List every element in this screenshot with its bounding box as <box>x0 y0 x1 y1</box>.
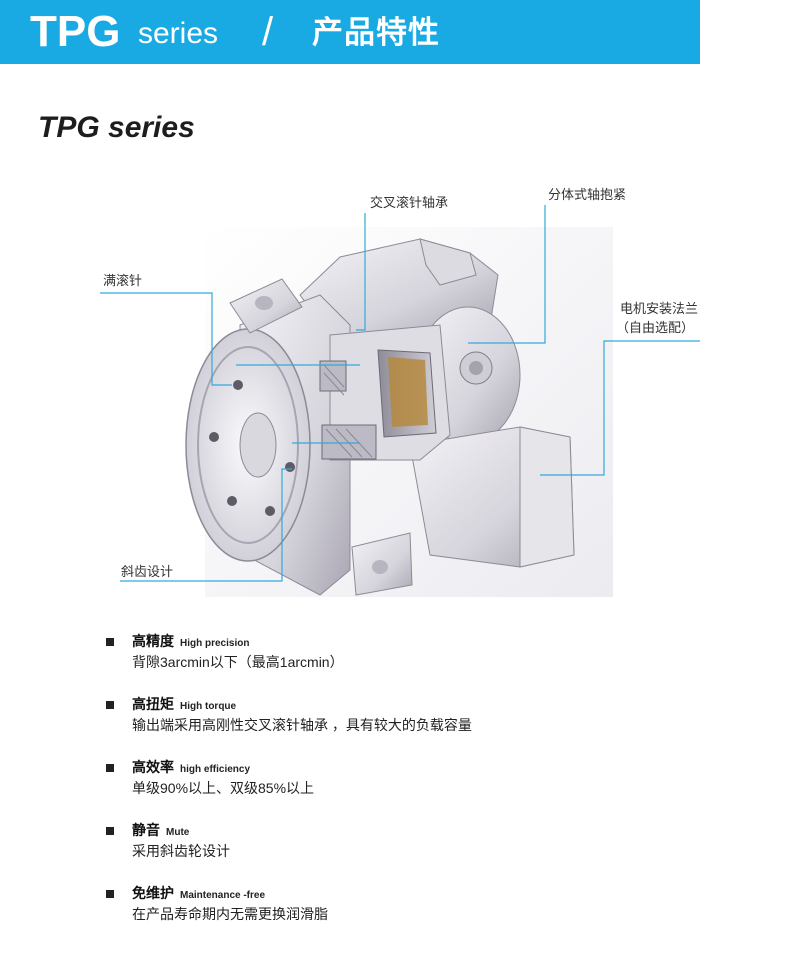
feature-description: 背隙3arcmin以下（最高1arcmin） <box>132 654 344 670</box>
banner-series-word: series <box>138 17 219 50</box>
bullet-square-icon <box>106 764 114 772</box>
banner-title: 产品特性 <box>312 15 440 50</box>
callout-motor-flange-note: （自由选配） <box>616 320 695 335</box>
section-subtitle: TPG series <box>38 111 195 144</box>
gearbox-diagram: 交叉滚针轴承 分体式轴抱紧 满滚针 电机安装法兰 （自由选配） 斜齿设计 <box>0 175 790 605</box>
callout-full-needle: 满滚针 <box>103 273 143 288</box>
gearbox-cutaway-illustration <box>100 205 700 597</box>
feature-title-en: Maintenance -free <box>180 890 266 901</box>
callout-helical-gear: 斜齿设计 <box>121 564 174 579</box>
callout-cross-roller-bearing: 交叉滚针轴承 <box>370 195 449 210</box>
bullet-square-icon <box>106 701 114 709</box>
feature-description: 输出端采用高刚性交叉滚针轴承 ，具有较大的负载容量 <box>132 717 472 733</box>
feature-title-en: Mute <box>166 827 190 838</box>
header-banner: TPG series / 产品特性 <box>0 0 700 64</box>
banner-model: TPG <box>30 7 121 56</box>
bullet-square-icon <box>106 827 114 835</box>
feature-description: 在产品寿命期内无需更换润滑脂 <box>132 906 328 922</box>
callout-split-clamp: 分体式轴抱紧 <box>548 187 627 202</box>
feature-title-en: High torque <box>180 701 237 712</box>
feature-title-en: high efficiency <box>180 764 251 775</box>
feature-description: 单级90%以上、双级85%以上 <box>132 780 315 796</box>
feature-description: 采用斜齿轮设计 <box>132 843 230 859</box>
banner-divider: / <box>262 10 274 54</box>
bullet-square-icon <box>106 638 114 646</box>
feature-title-en: High precision <box>180 638 250 649</box>
callout-motor-flange: 电机安装法兰 <box>620 301 699 316</box>
bullet-square-icon <box>106 890 114 898</box>
